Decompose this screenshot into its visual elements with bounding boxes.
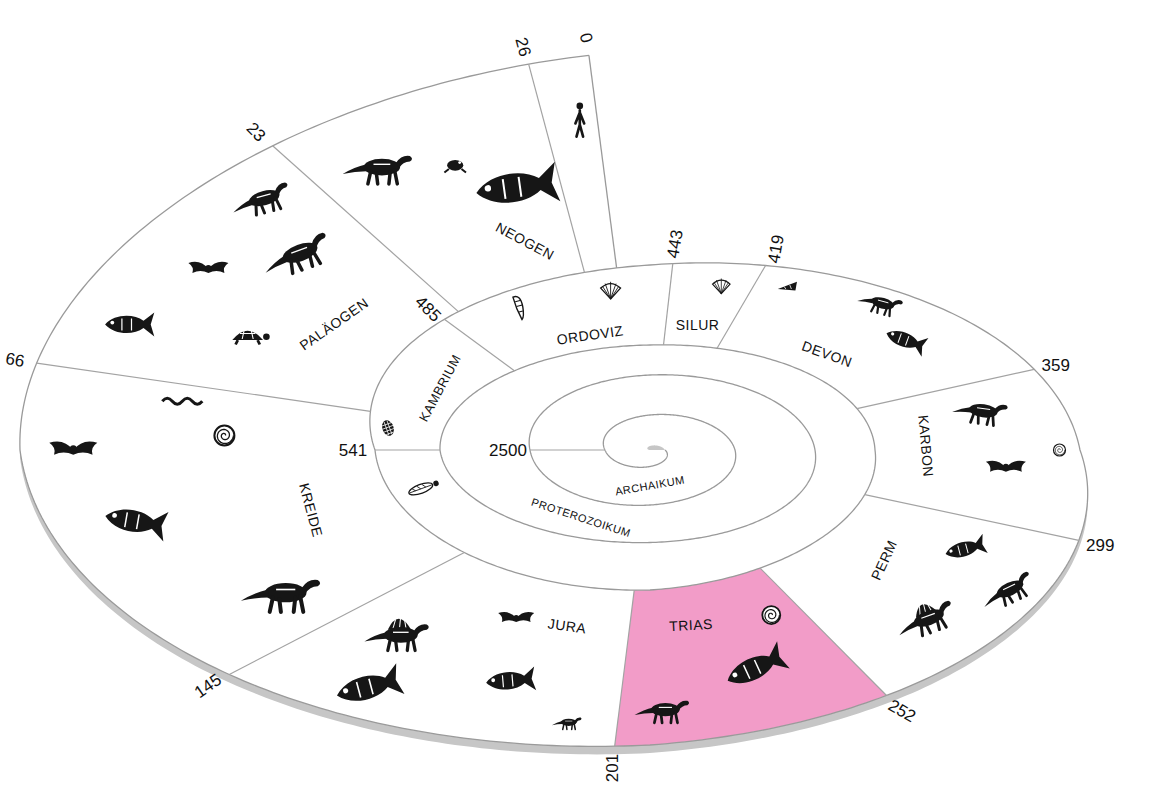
fossil-figure [343, 156, 412, 184]
fossil-figure [444, 160, 466, 173]
fossil-figure [778, 282, 797, 291]
age-number: 2500 [489, 442, 527, 459]
fossil-figure [575, 103, 584, 137]
fossil-figure [49, 441, 97, 454]
fossil-figure [229, 182, 293, 221]
fossil-figure [333, 663, 405, 711]
period-divider [229, 553, 464, 675]
fossil-figure [513, 295, 526, 320]
period-divider [857, 369, 1034, 408]
fossil-figure [241, 580, 320, 612]
fossil-figure [474, 162, 561, 213]
period-divider [865, 495, 1079, 541]
fossil-figure [103, 501, 169, 541]
period-divider [615, 590, 635, 746]
age-number: 23 [243, 119, 268, 144]
fossil-figure [943, 534, 988, 564]
fossil-figure [162, 398, 202, 404]
fossil-figure [721, 641, 789, 694]
fossil-figure [883, 324, 928, 357]
age-number: 443 [664, 228, 686, 259]
period-divider [760, 568, 886, 695]
fossil-figure [105, 312, 154, 336]
period-divider [37, 363, 371, 411]
age-number: 419 [765, 233, 787, 264]
fossil-figure [978, 571, 1037, 614]
spiral-band [20, 55, 1088, 746]
period-name: SILUR [676, 318, 720, 332]
fossil-figure [986, 461, 1026, 472]
fossil-figure [856, 290, 904, 319]
age-number: 252 [885, 697, 918, 726]
fossil-figure [232, 329, 269, 344]
age-number: 66 [4, 350, 26, 370]
fossil-figure [259, 232, 334, 282]
fossil-figure [1054, 444, 1066, 456]
fossil-figure [891, 592, 958, 643]
period-divider [664, 264, 673, 345]
fossil-figure [552, 717, 582, 729]
period-divider [375, 449, 440, 450]
period-divider [717, 265, 766, 348]
fossil-figure [635, 701, 689, 723]
period-name: TRIAS [668, 616, 712, 632]
age-number: 541 [339, 442, 367, 459]
highlight-band [615, 568, 887, 746]
fossil-figure [762, 606, 780, 624]
fossil-figure [485, 666, 536, 694]
fossil-figure [498, 612, 534, 622]
age-number: 201 [604, 754, 621, 782]
spiral-edge [20, 55, 1088, 746]
fossil-figure [713, 279, 731, 294]
fossil-figure [407, 478, 440, 497]
spiral-end [589, 55, 617, 268]
fossil-figure [380, 419, 396, 438]
period-divider [530, 449, 605, 450]
fossil-figure [951, 398, 1008, 428]
fossil-figure [601, 282, 621, 299]
age-number: 359 [1042, 356, 1070, 373]
age-number: 299 [1086, 537, 1114, 554]
age-number: 26 [513, 36, 534, 59]
period-divider [273, 146, 459, 312]
age-number: 0 [577, 31, 596, 45]
fossil-figure [188, 262, 228, 273]
fossil-figure [214, 426, 234, 446]
fossil-figure [364, 615, 428, 650]
